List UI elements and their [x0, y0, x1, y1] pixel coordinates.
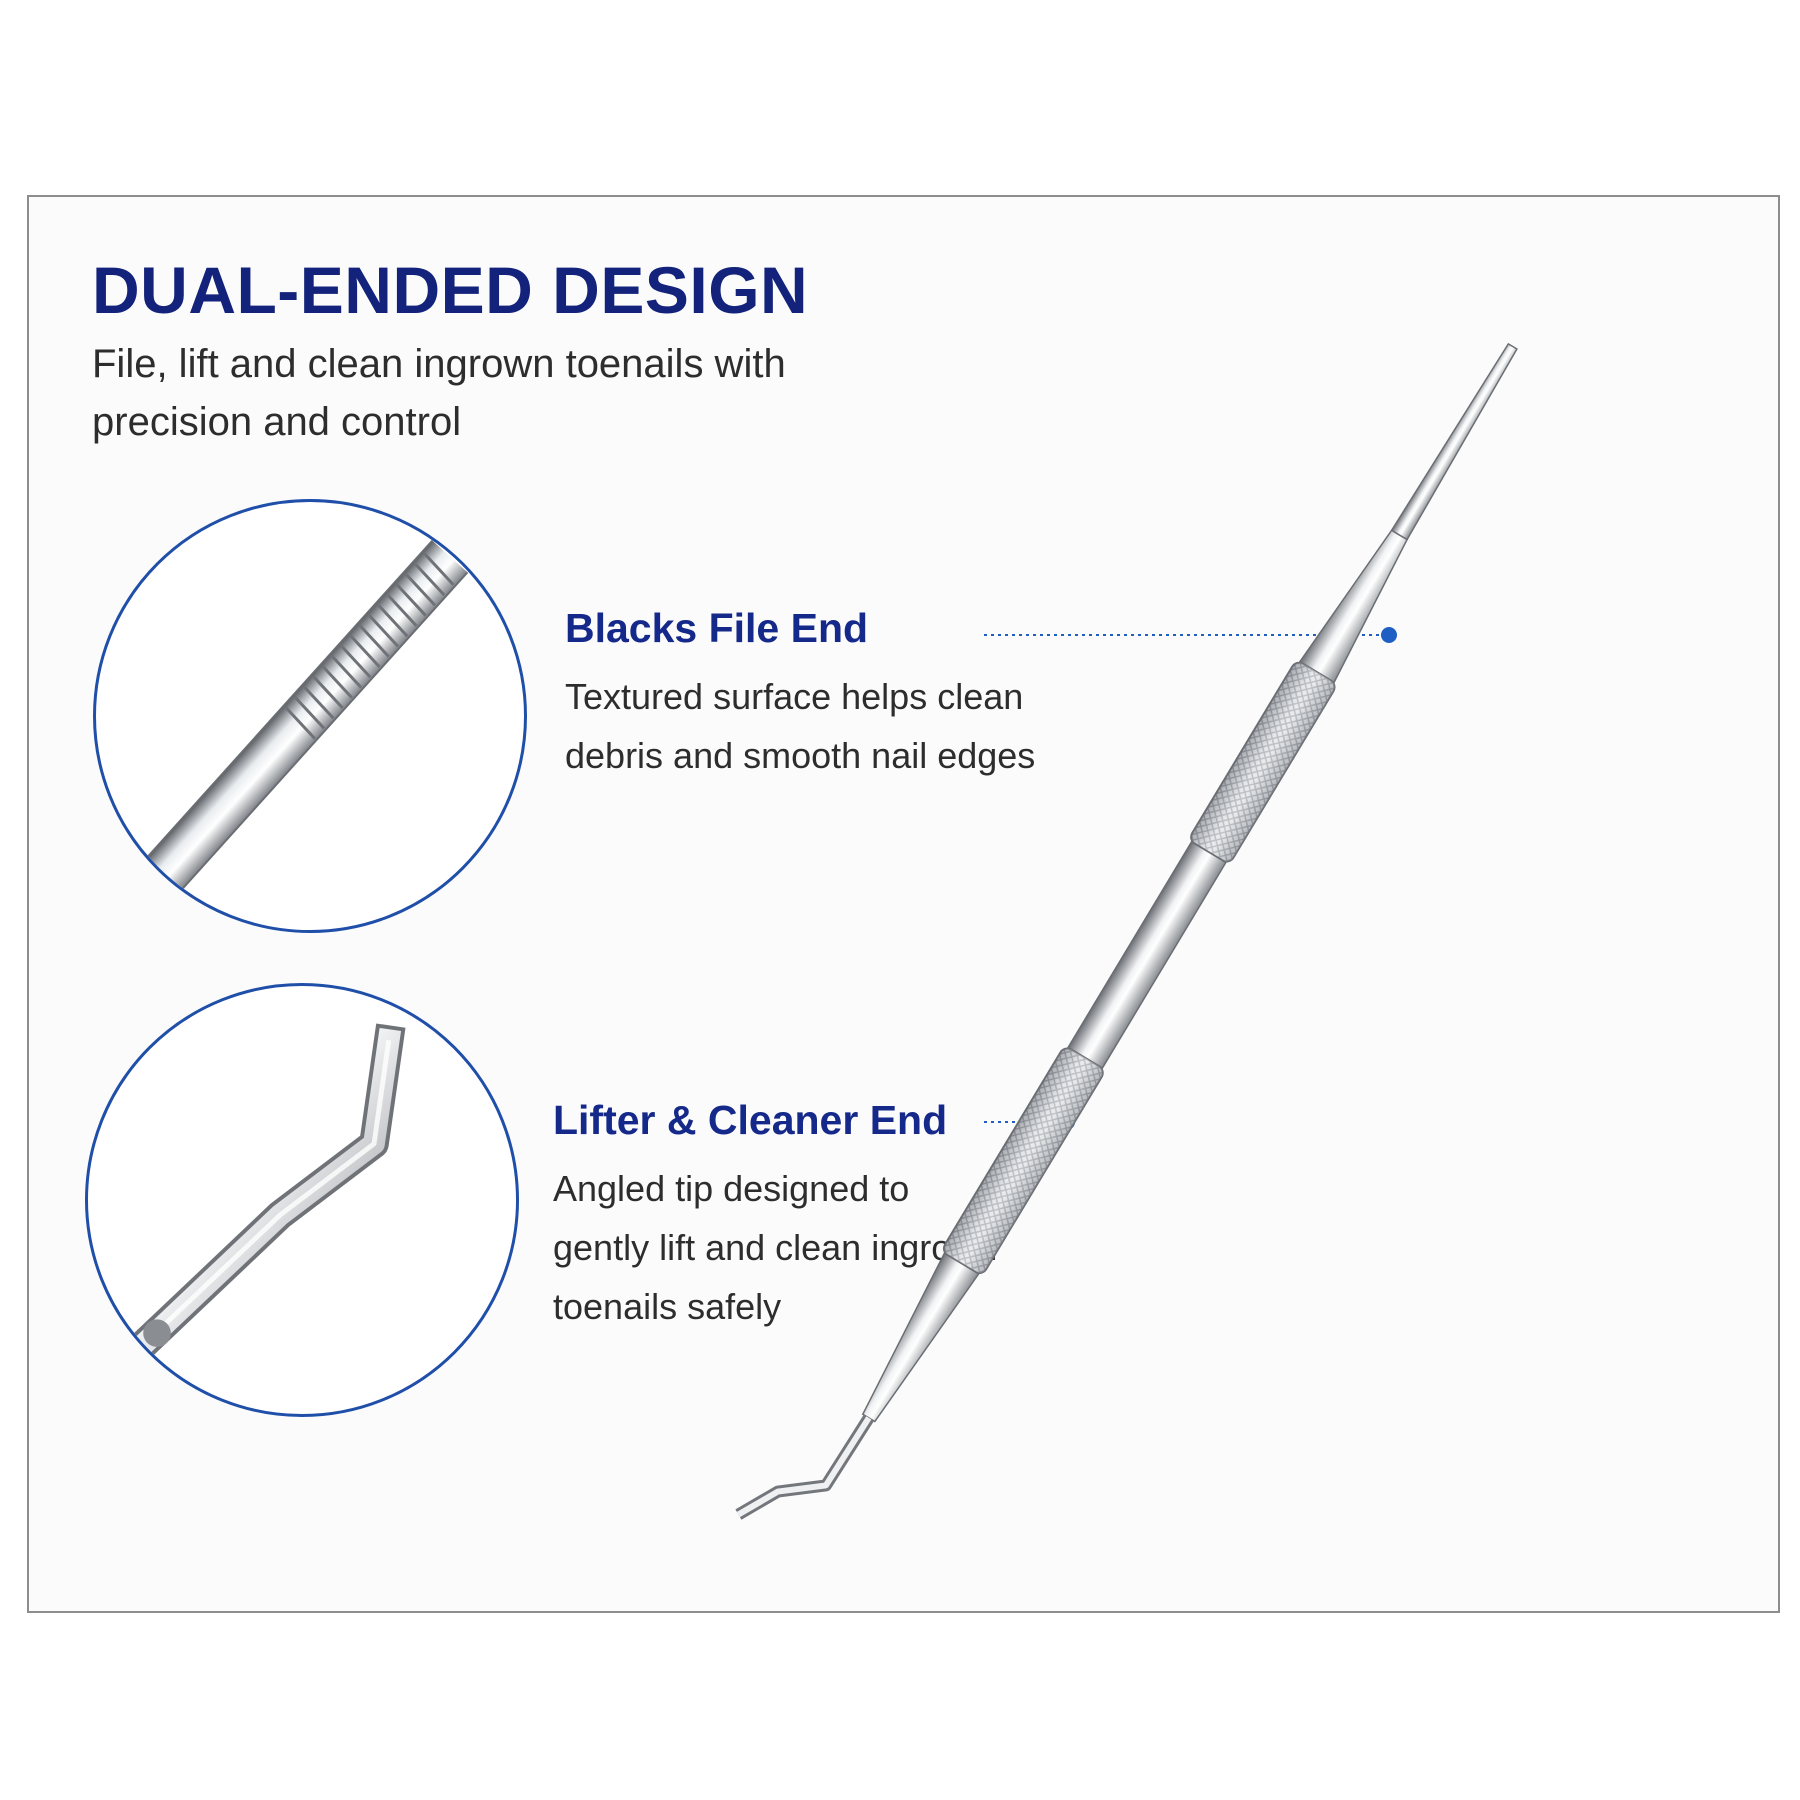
lifter-end-callout-dot	[1059, 1114, 1075, 1130]
page-title: DUAL-ENDED DESIGN	[92, 253, 809, 327]
infographic-panel: DUAL-ENDED DESIGN File, lift and clean i…	[27, 195, 1780, 1613]
lifter-end-description: Angled tip designed to gently lift and c…	[553, 1168, 998, 1327]
page-subtitle: File, lift and clean ingrown toenails wi…	[92, 342, 786, 444]
file-end-callout-dot	[1381, 627, 1397, 643]
lifter-end-title: Lifter & Cleaner End	[553, 1097, 948, 1143]
file-end-title: Blacks File End	[565, 605, 869, 651]
lifter-end-detail-circle	[85, 983, 519, 1417]
file-end-closeup-image	[96, 502, 524, 930]
file-end-detail-circle	[93, 499, 527, 933]
file-end-description: Textured surface helps clean debris and …	[565, 676, 1036, 776]
lifter-end-closeup-image	[126, 1023, 406, 1362]
tool-body	[735, 342, 1518, 1520]
